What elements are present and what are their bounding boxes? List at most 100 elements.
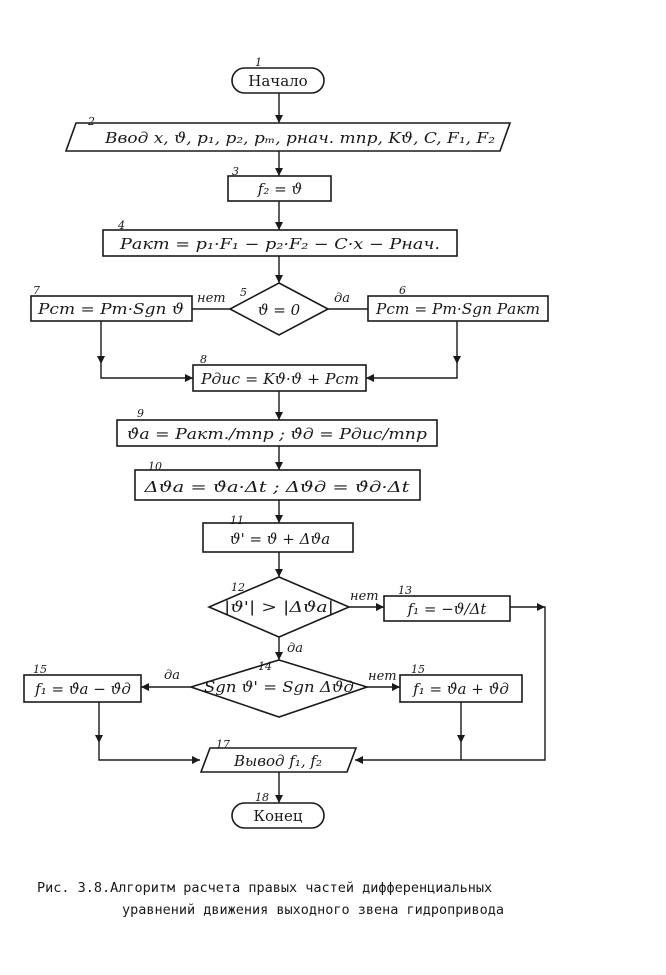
connector-6-8 xyxy=(366,321,458,379)
formula-f1-right: f₁ = ϑ̇а + ϑ̇д xyxy=(412,680,509,698)
block-number: 4 xyxy=(117,219,125,232)
arrowhead xyxy=(275,795,283,803)
block-number: 6 xyxy=(399,284,406,297)
arrowhead xyxy=(275,222,283,230)
arrowheads xyxy=(95,115,545,803)
block-output: 17 Вывод f₁, f₂ xyxy=(199,738,358,773)
block-number: 1 xyxy=(255,56,262,69)
block-number: 13 xyxy=(398,584,412,597)
connector-15l-17 xyxy=(98,702,200,761)
process-box xyxy=(192,364,367,392)
arrowhead xyxy=(95,735,103,743)
process-box xyxy=(102,229,458,257)
process-box xyxy=(30,295,193,322)
output-label: Вывод f₁, f₂ xyxy=(233,752,322,770)
arrowhead xyxy=(275,652,283,660)
decision-diamond xyxy=(206,576,352,638)
block-number: 14 xyxy=(258,660,272,673)
block-input: 2 Ввод x, ϑ, p₁, p₂, pₘ, pнач. mпр, Kϑ, … xyxy=(64,115,512,152)
branch-yes-label: да xyxy=(287,641,303,656)
condition-v-zero: ϑ = 0 xyxy=(258,301,301,319)
process-box xyxy=(23,674,142,703)
block-number: 18 xyxy=(255,791,269,804)
arrowhead xyxy=(537,603,545,611)
arrowhead xyxy=(141,683,149,691)
arrowhead xyxy=(355,756,363,764)
block-number: 8 xyxy=(200,353,207,366)
block-number: 15 xyxy=(411,663,425,676)
arrowhead xyxy=(185,374,193,382)
block-velocity-increments: 10 Δϑа = ϑ̇а·Δt ; Δϑд = ϑ̇д·Δt xyxy=(134,460,421,501)
decision-diamond xyxy=(228,282,330,336)
branch-no-label: нет xyxy=(368,669,397,684)
process-box xyxy=(227,175,332,202)
block-p-act: 4 Pакт = p₁·F₁ − p₂·F₂ − C·x − Pнач. xyxy=(102,219,458,257)
condition-magnitude: |ϑ'| > |Δϑа| xyxy=(224,598,334,616)
block-number: 15 xyxy=(33,663,47,676)
formula-f1-limit: f₁ = −ϑ/Δt xyxy=(407,600,488,618)
formula-p-dis: Pдис = Kϑ·ϑ + Pст xyxy=(200,370,359,388)
block-number: 10 xyxy=(148,460,162,473)
process-box xyxy=(383,595,511,622)
formula-p-st-left: Pст = Pm·Sgn ϑ xyxy=(37,300,184,318)
branch-yes-label: да xyxy=(164,668,180,683)
start-terminator xyxy=(231,67,325,94)
arrowhead xyxy=(275,115,283,123)
start-label: Начало xyxy=(248,72,307,90)
caption-line-1: Рис. 3.8.Алгоритм расчета правых частей … xyxy=(37,880,493,896)
block-f1-left: 15 f₁ = ϑ̇а − ϑ̇д xyxy=(23,663,142,703)
block-number: 5 xyxy=(240,286,247,299)
decision-diamond xyxy=(188,659,370,718)
formula-velocity-increments: Δϑа = ϑ̇а·Δt ; Δϑд = ϑ̇д·Δt xyxy=(143,478,411,496)
arrowhead xyxy=(366,374,374,382)
block-number: 2 xyxy=(87,115,95,128)
formula-p-act: Pакт = p₁·F₁ − p₂·F₂ − C·x − Pнач. xyxy=(119,235,440,253)
input-parallelogram xyxy=(64,122,512,152)
output-parallelogram xyxy=(199,747,358,773)
input-label: Ввод x, ϑ, p₁, p₂, pₘ, pнач. mпр, Kϑ, C,… xyxy=(104,129,495,147)
formula-f2: f₂ = ϑ xyxy=(257,180,303,198)
process-box xyxy=(134,469,421,501)
block-start: 1 Начало xyxy=(231,56,325,94)
connector-13-17 xyxy=(355,606,546,761)
block-f1-limit: 13 f₁ = −ϑ/Δt xyxy=(383,584,511,622)
block-decision-v-zero: 5 ϑ = 0 нет да xyxy=(197,282,350,336)
arrowhead xyxy=(275,569,283,577)
branch-no-label: нет xyxy=(350,589,379,604)
block-p-dis: 8 Pдис = Kϑ·ϑ + Pст xyxy=(192,353,367,392)
block-end: 18 Конец xyxy=(231,791,325,829)
end-label: Конец xyxy=(253,807,303,825)
block-accelerations: 9 ϑ̇а = Pакт./mпр ; ϑ̇д = Pдис/mпр xyxy=(116,407,438,447)
caption-line-2: уравнений движения выходного звена гидро… xyxy=(122,902,505,918)
block-decision-sign: 14 Sgn ϑ' = Sgn Δϑд да нет xyxy=(164,659,397,718)
block-p-st-left: 7 Pст = Pm·Sgn ϑ xyxy=(30,284,193,322)
connector-7-8 xyxy=(100,321,193,379)
block-number: 17 xyxy=(216,738,230,751)
block-number: 3 xyxy=(232,165,239,178)
block-number: 12 xyxy=(231,581,245,594)
arrowhead xyxy=(392,683,400,691)
arrowhead xyxy=(192,756,200,764)
branch-no-label: нет xyxy=(197,291,226,306)
arrowhead xyxy=(453,356,461,364)
formula-p-st-right: Pст = Pm·Sgn Pакт xyxy=(375,300,540,318)
process-box xyxy=(399,674,523,703)
block-decision-magnitude: 12 |ϑ'| > |Δϑа| нет да xyxy=(206,576,379,656)
block-number: 11 xyxy=(230,514,244,527)
block-number: 7 xyxy=(33,284,40,297)
arrowhead xyxy=(275,412,283,420)
formula-accelerations: ϑ̇а = Pакт./mпр ; ϑ̇д = Pдис/mпр xyxy=(127,425,427,443)
formula-f1-left: f₁ = ϑ̇а − ϑ̇д xyxy=(34,680,131,698)
process-box xyxy=(116,419,438,447)
block-assign-f2: 3 f₂ = ϑ xyxy=(227,165,332,202)
arrowhead xyxy=(275,515,283,523)
condition-sign: Sgn ϑ' = Sgn Δϑд xyxy=(204,678,354,696)
process-box xyxy=(367,295,549,322)
branch-yes-label: да xyxy=(334,291,350,306)
process-box xyxy=(202,522,354,553)
arrowhead xyxy=(376,603,384,611)
arrowhead xyxy=(275,275,283,283)
formula-new-velocity: ϑ' = ϑ + Δϑа xyxy=(230,530,330,548)
